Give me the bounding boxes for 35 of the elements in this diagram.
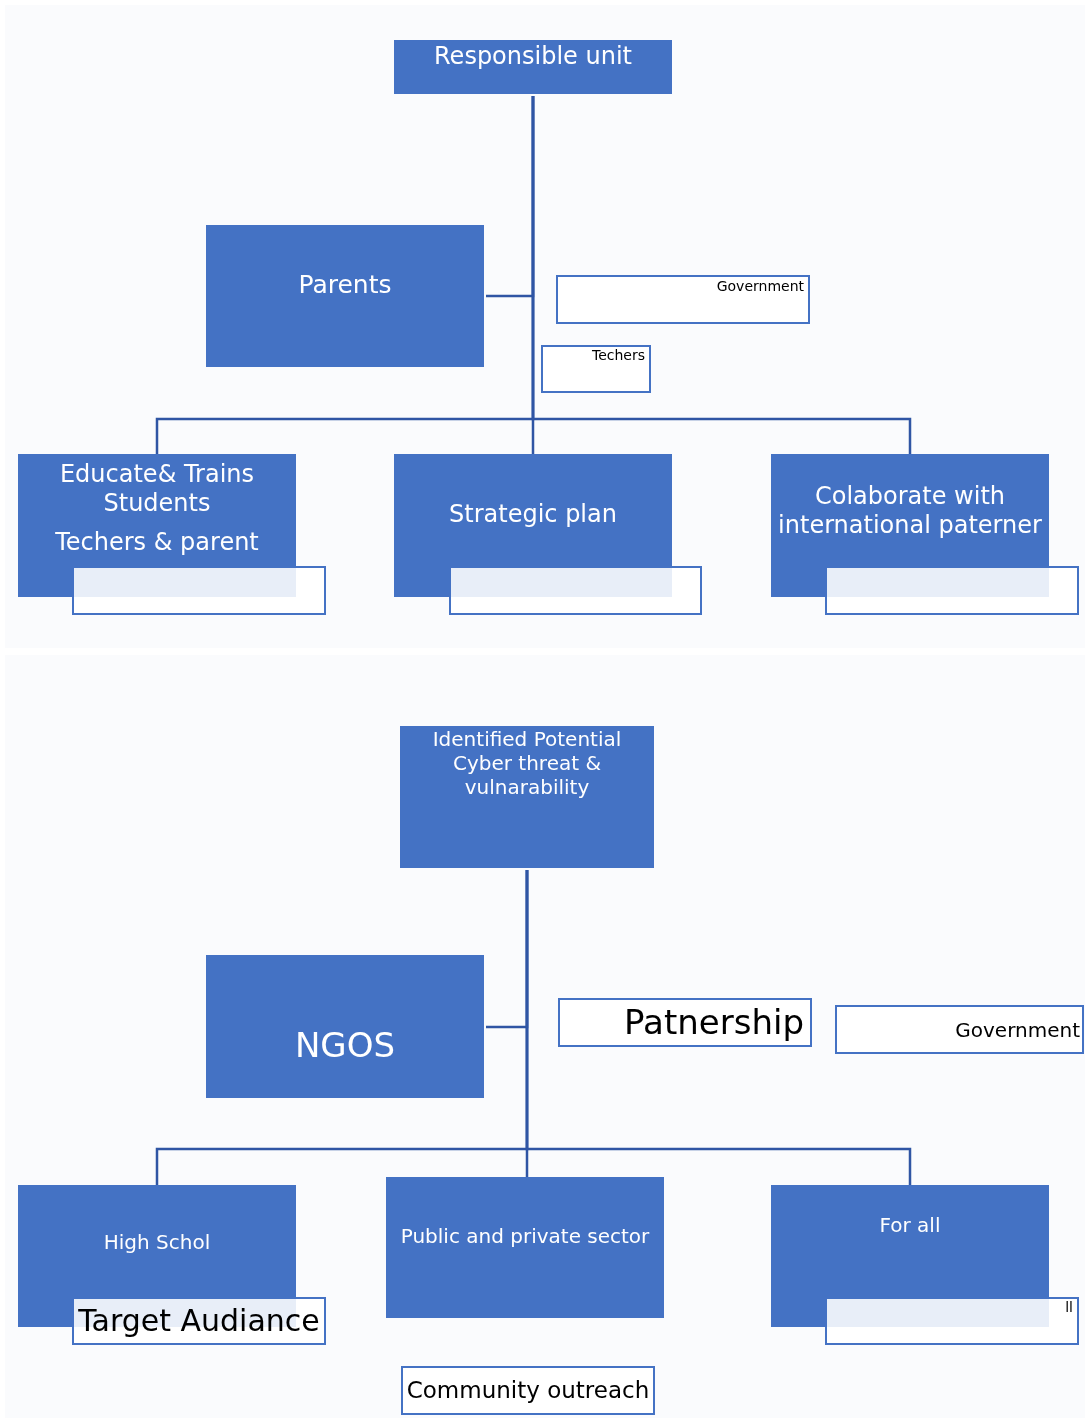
text-box: [401, 1366, 655, 1415]
node-label: High Schol: [103, 1230, 211, 1254]
text-box: [72, 1297, 326, 1345]
empty-box: [72, 566, 326, 615]
node-label: Techers & parent: [55, 527, 259, 557]
node-label: For all: [879, 1213, 941, 1237]
org-box: [206, 225, 484, 367]
node-label: Techers: [591, 347, 645, 364]
node-label: Identified Potential Cyber threat & vulnarability: [431, 727, 623, 799]
node-label: Government: [716, 278, 804, 295]
org-box: [394, 40, 672, 94]
node-label: Public and private sector: [400, 1224, 650, 1248]
org-box: [386, 1177, 664, 1318]
org-box: [400, 726, 654, 868]
text-box: [541, 345, 651, 393]
node-label: Colaborate with international paterner: [777, 482, 1043, 540]
text-box: [835, 1005, 1084, 1054]
text-box: [825, 1297, 1079, 1345]
node-label: Government: [955, 1017, 1080, 1042]
node-label: Patnership: [624, 1002, 804, 1043]
node-label: Strategic plan: [449, 500, 617, 529]
empty-box: [825, 566, 1079, 615]
node-label: Community outreach: [406, 1376, 650, 1405]
empty-box: [449, 566, 702, 615]
connector-line: [525, 870, 912, 1185]
node-label: ll: [1065, 1299, 1073, 1316]
node-label: Target Audiance: [78, 1303, 320, 1339]
node-label: NGOS: [294, 1025, 396, 1066]
connector-line: [531, 96, 912, 454]
node-label: Responsible unit: [434, 42, 632, 71]
node-label: Parents: [298, 270, 392, 300]
text-box: [556, 275, 810, 324]
node-label: Educate& Trains Students: [58, 460, 256, 518]
text-box: [558, 998, 812, 1047]
org-box: [206, 955, 484, 1098]
